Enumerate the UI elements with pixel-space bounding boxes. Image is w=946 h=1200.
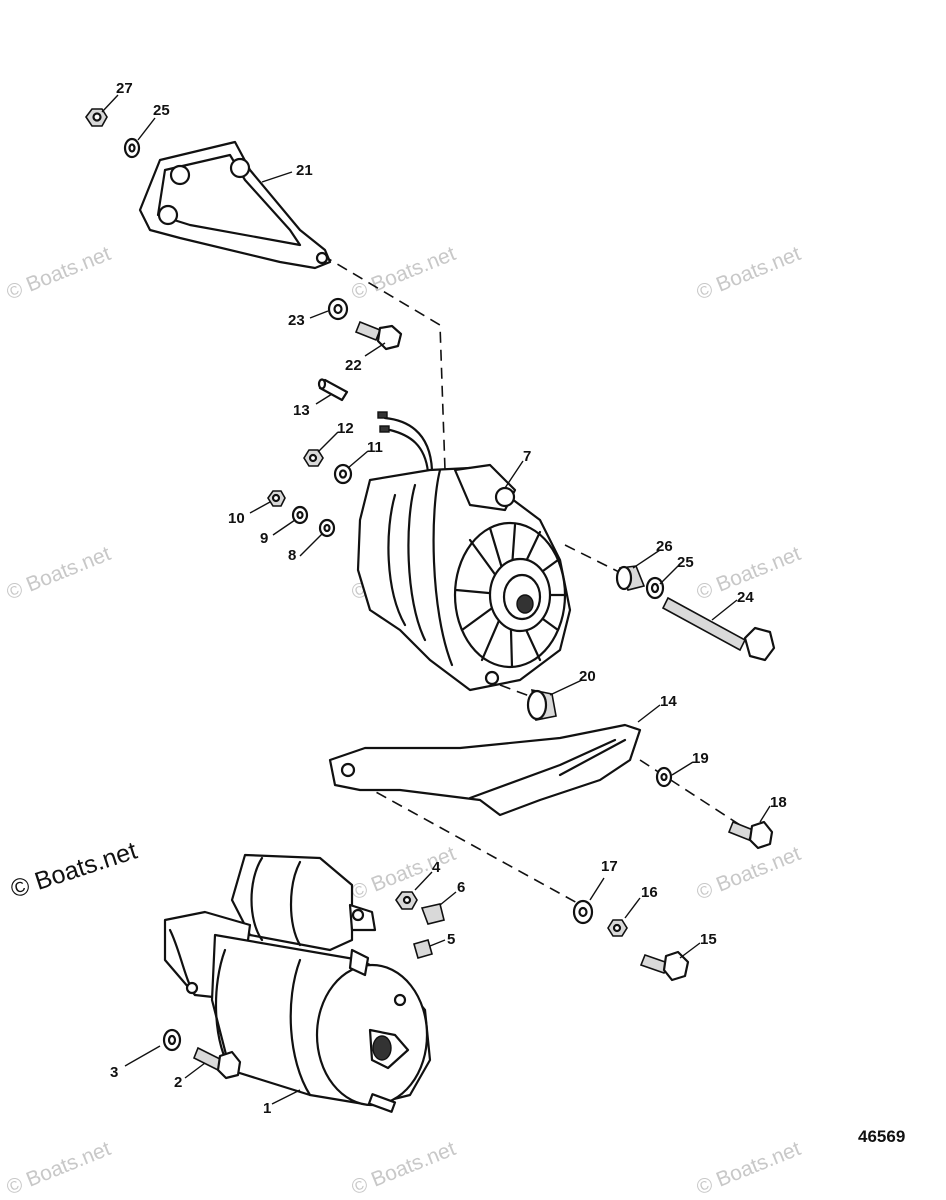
- washer-11: [333, 463, 353, 485]
- callout-2: 2: [174, 1074, 182, 1091]
- callout-19: 19: [692, 750, 709, 767]
- watermark: © Boats.net: [3, 542, 114, 605]
- callout-22: 22: [345, 357, 362, 374]
- bolt-22: [354, 320, 403, 351]
- washer-25-right: [645, 576, 665, 600]
- spacer-26: [615, 565, 646, 591]
- callout-26: 26: [656, 538, 673, 555]
- figure-number: 46569: [858, 1127, 905, 1146]
- pin-13: [317, 378, 349, 402]
- washer-9: [291, 505, 309, 525]
- nut-4: [395, 891, 418, 910]
- callout-9: 9: [260, 530, 268, 547]
- callout-8: 8: [288, 547, 296, 564]
- bolt-24: [661, 596, 776, 662]
- washer-3: [162, 1028, 182, 1052]
- callout-15: 15: [700, 931, 717, 948]
- callout-12: 12: [337, 420, 354, 437]
- watermark: © Boats.net: [693, 842, 804, 905]
- callout-6: 6: [457, 879, 465, 896]
- callout-3: 3: [110, 1064, 118, 1081]
- callout-27: 27: [116, 80, 133, 97]
- callout-25: 25: [153, 102, 170, 119]
- clip-5: [413, 939, 433, 959]
- watermark: © Boats.net: [3, 242, 114, 305]
- nut-10: [267, 490, 286, 507]
- bolt-15: [639, 950, 690, 982]
- callout-7: 7: [523, 448, 531, 465]
- alignment-lines: [321, 254, 741, 911]
- washer-17: [572, 899, 594, 925]
- alternator-7: [356, 463, 572, 692]
- watermark-large: © Boats.net: [7, 837, 140, 904]
- alternator-wires: [377, 411, 434, 474]
- callout-25-right: 25: [677, 554, 694, 571]
- spacer-20: [526, 688, 557, 721]
- callout-17: 17: [601, 858, 618, 875]
- callout-13: 13: [293, 402, 310, 419]
- terminal-6: [420, 903, 445, 925]
- starter-motor-1: [163, 853, 432, 1113]
- nut-12: [303, 449, 324, 467]
- watermark: © Boats.net: [693, 242, 804, 305]
- watermark: © Boats.net: [348, 242, 459, 305]
- callout-14: 14: [660, 693, 677, 710]
- callout-16: 16: [641, 884, 658, 901]
- callout-11: 11: [367, 439, 383, 456]
- washer-8: [318, 518, 336, 538]
- callout-20: 20: [579, 668, 596, 685]
- callout-5: 5: [447, 931, 455, 948]
- watermark: © Boats.net: [348, 1137, 459, 1200]
- bolt-2: [192, 1046, 242, 1080]
- bracket-21: [138, 140, 332, 270]
- callout-21: 21: [296, 162, 313, 179]
- callout-10: 10: [228, 510, 245, 527]
- nut-16: [607, 919, 628, 937]
- washer-19: [655, 766, 673, 788]
- bolt-18: [727, 820, 774, 850]
- callout-24: 24: [737, 589, 754, 606]
- callout-4: 4: [432, 859, 441, 876]
- watermark: © Boats.net: [693, 1137, 804, 1200]
- callout-18: 18: [770, 794, 787, 811]
- washer-25-top: [123, 137, 141, 159]
- adjust-bracket-14: [328, 723, 642, 817]
- callout-23: 23: [288, 312, 305, 329]
- callouts: 27 25 21 23 22 13 12 11 7 10 9 8 26 25 2…: [110, 80, 787, 1117]
- watermark: © Boats.net: [3, 1137, 114, 1200]
- nut-27: [85, 108, 108, 127]
- lockwasher-23: [327, 297, 349, 321]
- leader-lines: [101, 94, 771, 1105]
- callout-1: 1: [263, 1100, 271, 1117]
